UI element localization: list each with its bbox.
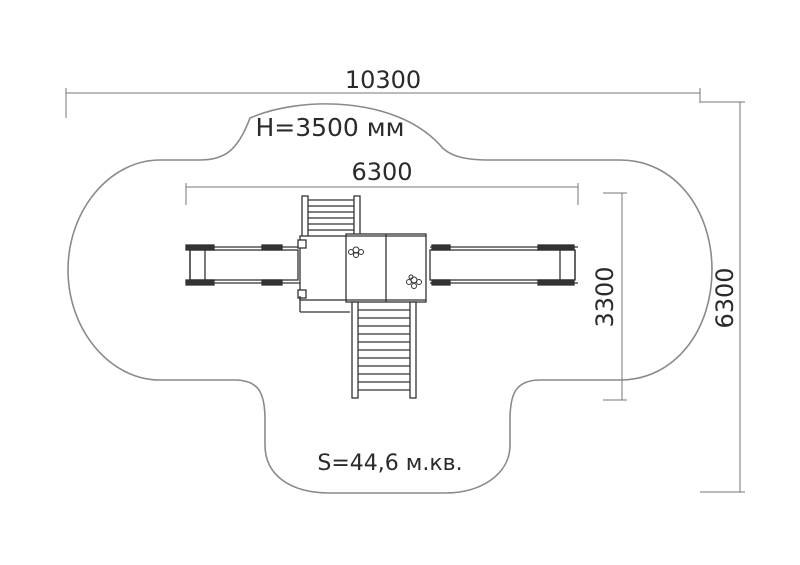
- left-platform: [297, 235, 353, 313]
- flower-decoration-left: [348, 246, 364, 258]
- bottom-stairs: [351, 301, 417, 399]
- left-slide: [185, 244, 302, 286]
- equipment-width-dimension: [185, 183, 579, 205]
- equipment-width-label: 6300: [351, 158, 412, 186]
- top-ladder: [301, 195, 361, 241]
- flower-decoration-right: [406, 274, 422, 289]
- total-width-label: 10300: [345, 66, 421, 94]
- equipment-depth-label: 3300: [591, 266, 619, 327]
- main-tower: [345, 233, 427, 303]
- total-depth-dimension: [700, 101, 745, 493]
- height-label: H=3500 мм: [255, 113, 404, 142]
- right-slide: [429, 244, 578, 286]
- safety-zone-outline: [67, 103, 713, 494]
- total-width-dimension: [65, 88, 701, 118]
- play-equipment: [185, 195, 578, 399]
- total-depth-label: 6300: [711, 267, 739, 328]
- equipment-depth-dimension: [603, 192, 627, 401]
- area-label: S=44,6 м.кв.: [317, 451, 462, 476]
